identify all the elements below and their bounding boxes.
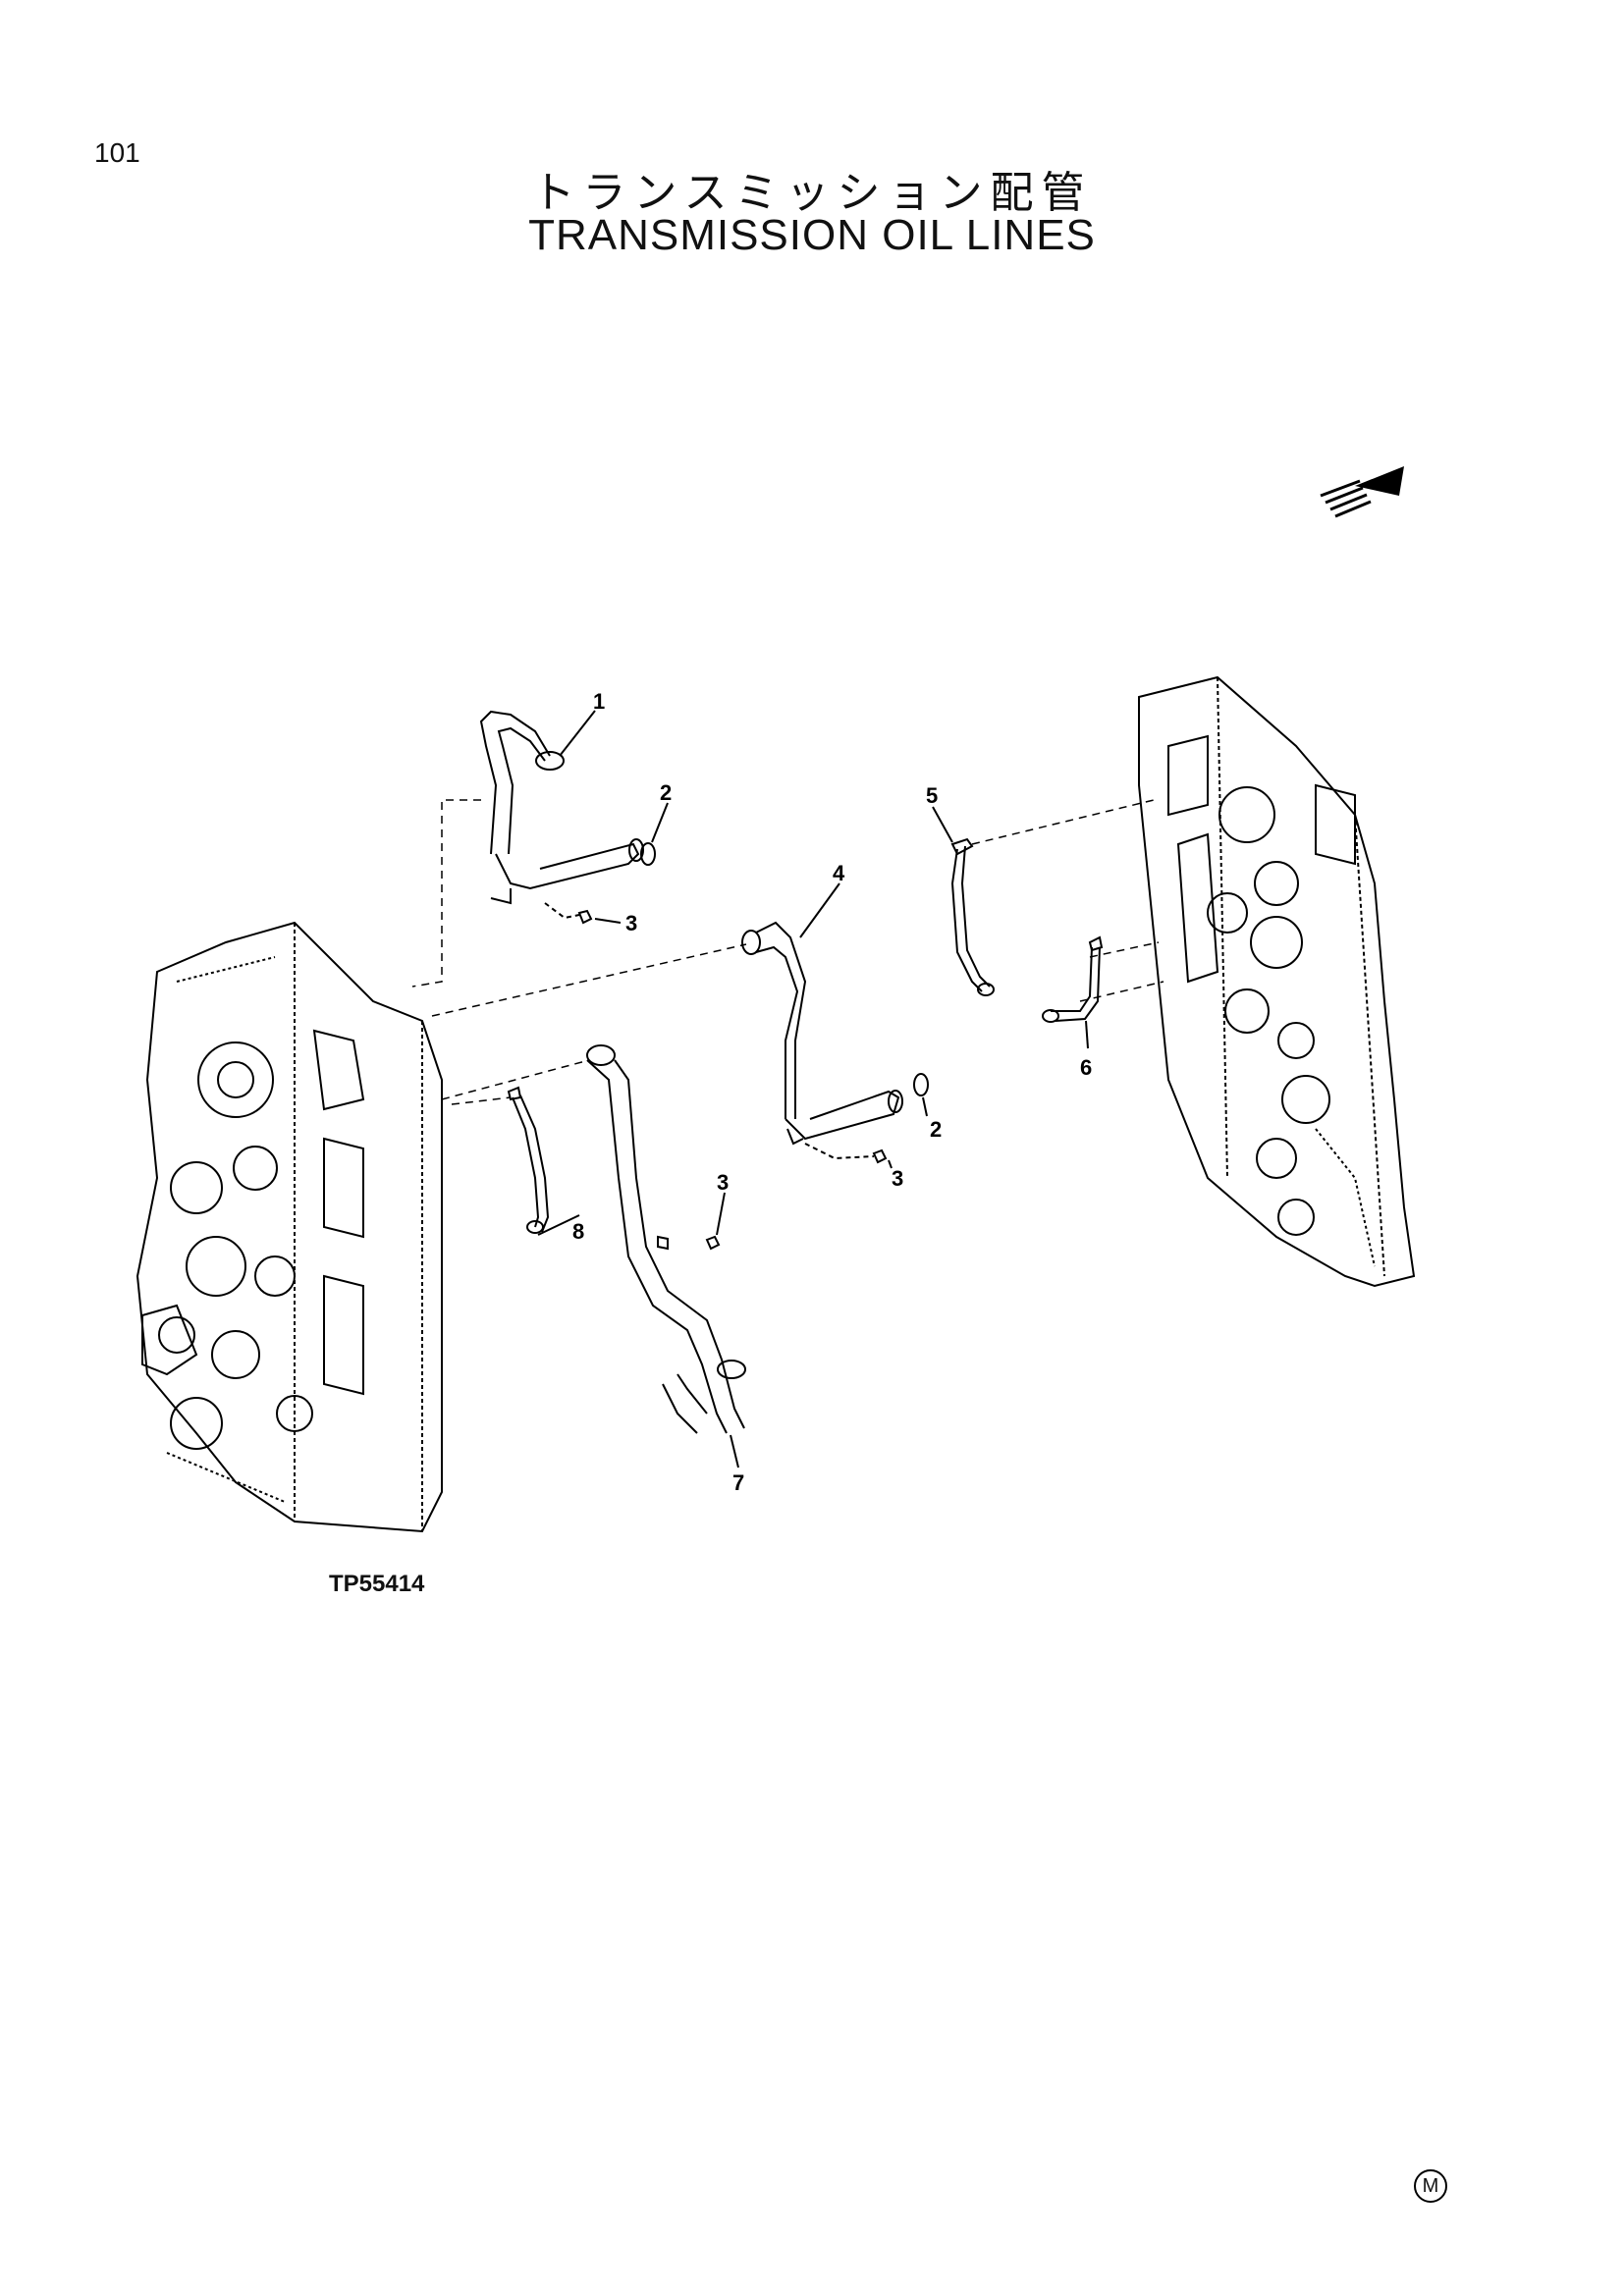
callout-3-middle: 3 [892, 1166, 903, 1191]
callout-leaders [537, 710, 1089, 1468]
part-1-tube [479, 710, 644, 905]
callout-8: 8 [572, 1219, 584, 1244]
title-japanese: トランスミッション配管 [531, 168, 1093, 218]
part-2-oring-upper [640, 842, 656, 866]
callout-1: 1 [593, 689, 605, 714]
title-english: TRANSMISSION OIL LINES [528, 211, 1096, 259]
callout-4: 4 [833, 861, 845, 885]
figure-reference: TP55414 [329, 1571, 425, 1597]
callout-6: 6 [1080, 1055, 1092, 1080]
manufacturer-mark-icon: M [1414, 2169, 1447, 2203]
callout-2-lower: 2 [930, 1117, 942, 1142]
page-number: 101 [94, 137, 140, 168]
callout-7: 7 [732, 1470, 744, 1495]
direction-arrow-icon [1320, 466, 1404, 518]
part-3-bolt-upper [544, 902, 593, 925]
part-2-oring-lower [913, 1073, 929, 1096]
callout-3-upper: 3 [625, 911, 637, 935]
left-transmission-housing [135, 921, 443, 1533]
callout-3-lower: 3 [717, 1170, 729, 1195]
part-6-tube [1042, 935, 1104, 1023]
part-8-tube [507, 1086, 550, 1234]
part-5-tube [950, 837, 995, 996]
callout-5: 5 [926, 783, 938, 808]
callout-2-upper: 2 [660, 780, 672, 805]
part-3-bolt-lower [705, 1235, 721, 1251]
part-4-tube [741, 921, 903, 1146]
right-transmission-housing [1138, 675, 1416, 1288]
alignment-lines [411, 799, 1164, 1105]
part-3-bolt-middle [804, 1143, 888, 1164]
part-7-tube [586, 1044, 746, 1434]
